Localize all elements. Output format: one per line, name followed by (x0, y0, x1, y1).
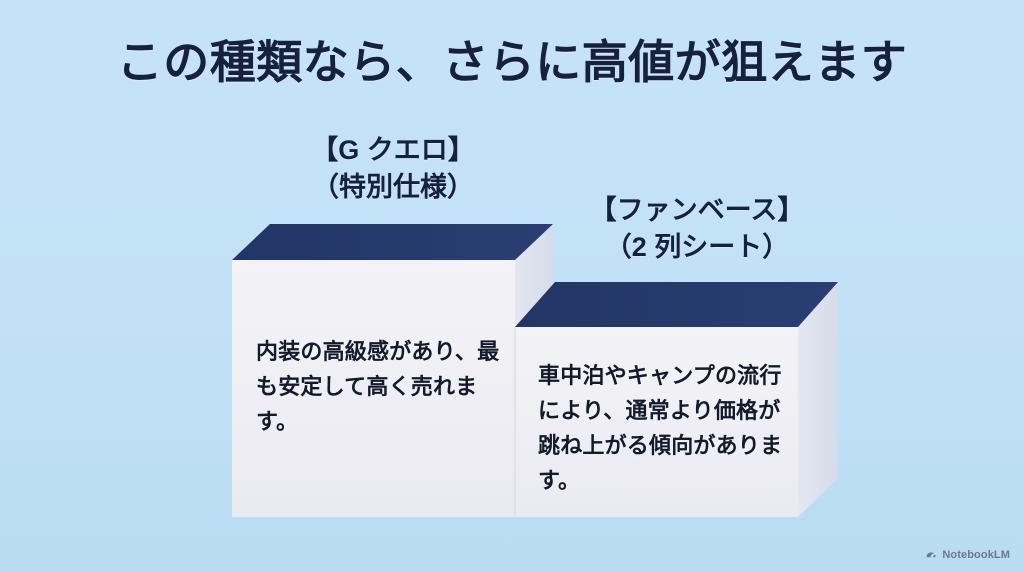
block-1-front-face (232, 260, 515, 517)
block-1-label-line1: 【G クエロ】 (311, 135, 475, 165)
block-2-front-face (515, 327, 798, 517)
watermark-label: NotebookLM (942, 548, 1010, 561)
block-2-side-face (798, 282, 838, 517)
block-1-label-line2: （特別仕様） (312, 172, 474, 202)
watermark: NotebookLM (925, 548, 1010, 561)
block-2-label-line1: 【ファンベース】 (589, 195, 805, 225)
page-title: この種類なら、さらに高値が狙えます (116, 36, 908, 88)
block-2-body-text: 車中泊やキャンプの流行により、通常より価格が跳ね上がる傾向があります。 (538, 363, 783, 493)
block-1-body-text: 内装の高級感があり、最も安定して高く売れます。 (256, 339, 500, 434)
block-1-label: 【G クエロ】 （特別仕様） (233, 132, 553, 206)
block-1-top-face (232, 224, 553, 260)
block-2-label: 【ファンベース】 （2 列シート） (537, 192, 857, 266)
block-2-label-line2: （2 列シート） (604, 232, 790, 262)
notebooklm-logo-icon (927, 552, 937, 558)
block-2-top-face (515, 282, 838, 327)
